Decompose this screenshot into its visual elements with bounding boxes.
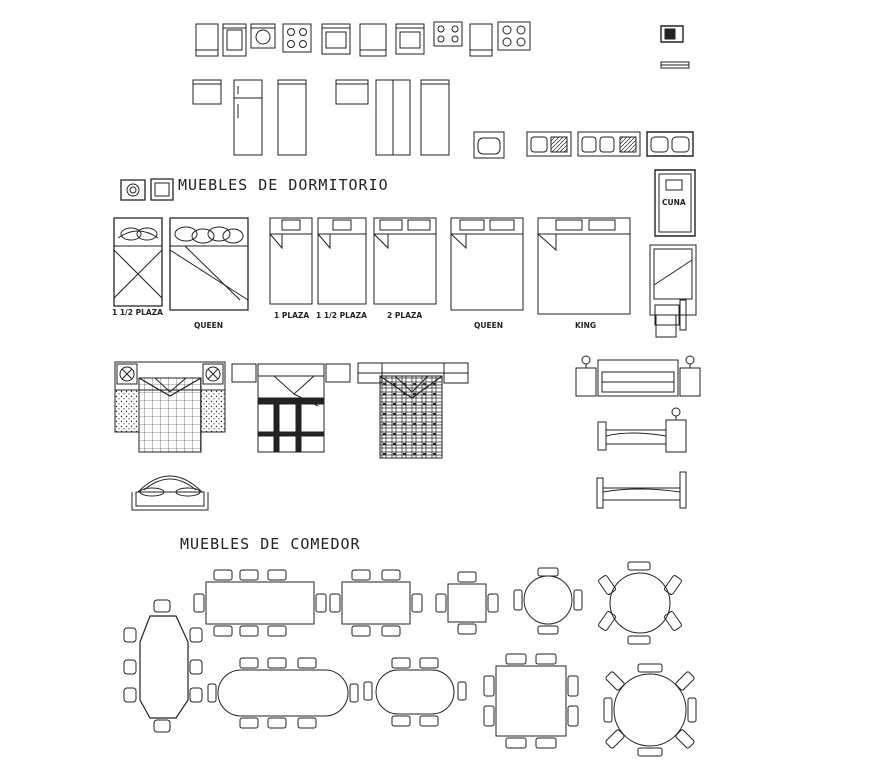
bed-two-plaza [374, 218, 436, 304]
bed-patterned-with-nightstands [358, 363, 468, 458]
appliance-row-top [196, 22, 689, 68]
bed-king-outline [538, 218, 630, 314]
washer-dryer-icons [121, 179, 173, 200]
label-king: KING [575, 321, 597, 330]
bed-side-view-headboard [576, 356, 700, 396]
bed-queen-with-pillows [170, 218, 248, 310]
bed-one-and-half-plaza [318, 218, 366, 304]
label-bed-2: 2 PLAZA [387, 311, 423, 320]
label-queen-a: QUEEN [194, 321, 223, 330]
daybed-with-desk [650, 245, 696, 337]
label-queen-b: QUEEN [474, 321, 503, 330]
bed-side-view-simple [597, 472, 686, 508]
dining-table-octagonal-8 [124, 600, 202, 732]
label-bed-1-5-b: 1 1/2 PLAZA [316, 311, 367, 320]
dining-table-round-8 [604, 664, 696, 756]
section-title-comedor: MUEBLES DE COMEDOR [180, 535, 361, 553]
refrigerator-sink-row [193, 80, 693, 158]
dining-table-oval-6 [364, 658, 466, 726]
dining-table-square-8 [484, 654, 578, 748]
section-title-dormitorio: MUEBLES DE DORMITORIO [178, 176, 389, 194]
dining-table-rect-8 [194, 570, 326, 636]
label-bed-1-5-a: 1 1/2 PLAZA [112, 308, 163, 317]
crib [655, 170, 695, 236]
label-bed-1: 1 PLAZA [274, 311, 310, 320]
bed-side-view-footboard [598, 408, 686, 452]
bed-queen-outline [451, 218, 523, 310]
dining-table-square-4 [436, 572, 498, 634]
label-cuna: CUNA [662, 198, 686, 207]
bed-single-and-half-with-pillow [114, 218, 162, 306]
dining-table-rect-6 [330, 570, 422, 636]
dining-table-round-4 [514, 568, 582, 634]
bed-master-with-rugs [115, 362, 225, 452]
bed-double-with-nightstands [232, 364, 350, 452]
bed-one-plaza [270, 218, 312, 304]
dining-table-oval-8 [208, 658, 358, 728]
bed-front-view-arched [132, 476, 208, 510]
dining-table-round-6 [598, 562, 683, 644]
